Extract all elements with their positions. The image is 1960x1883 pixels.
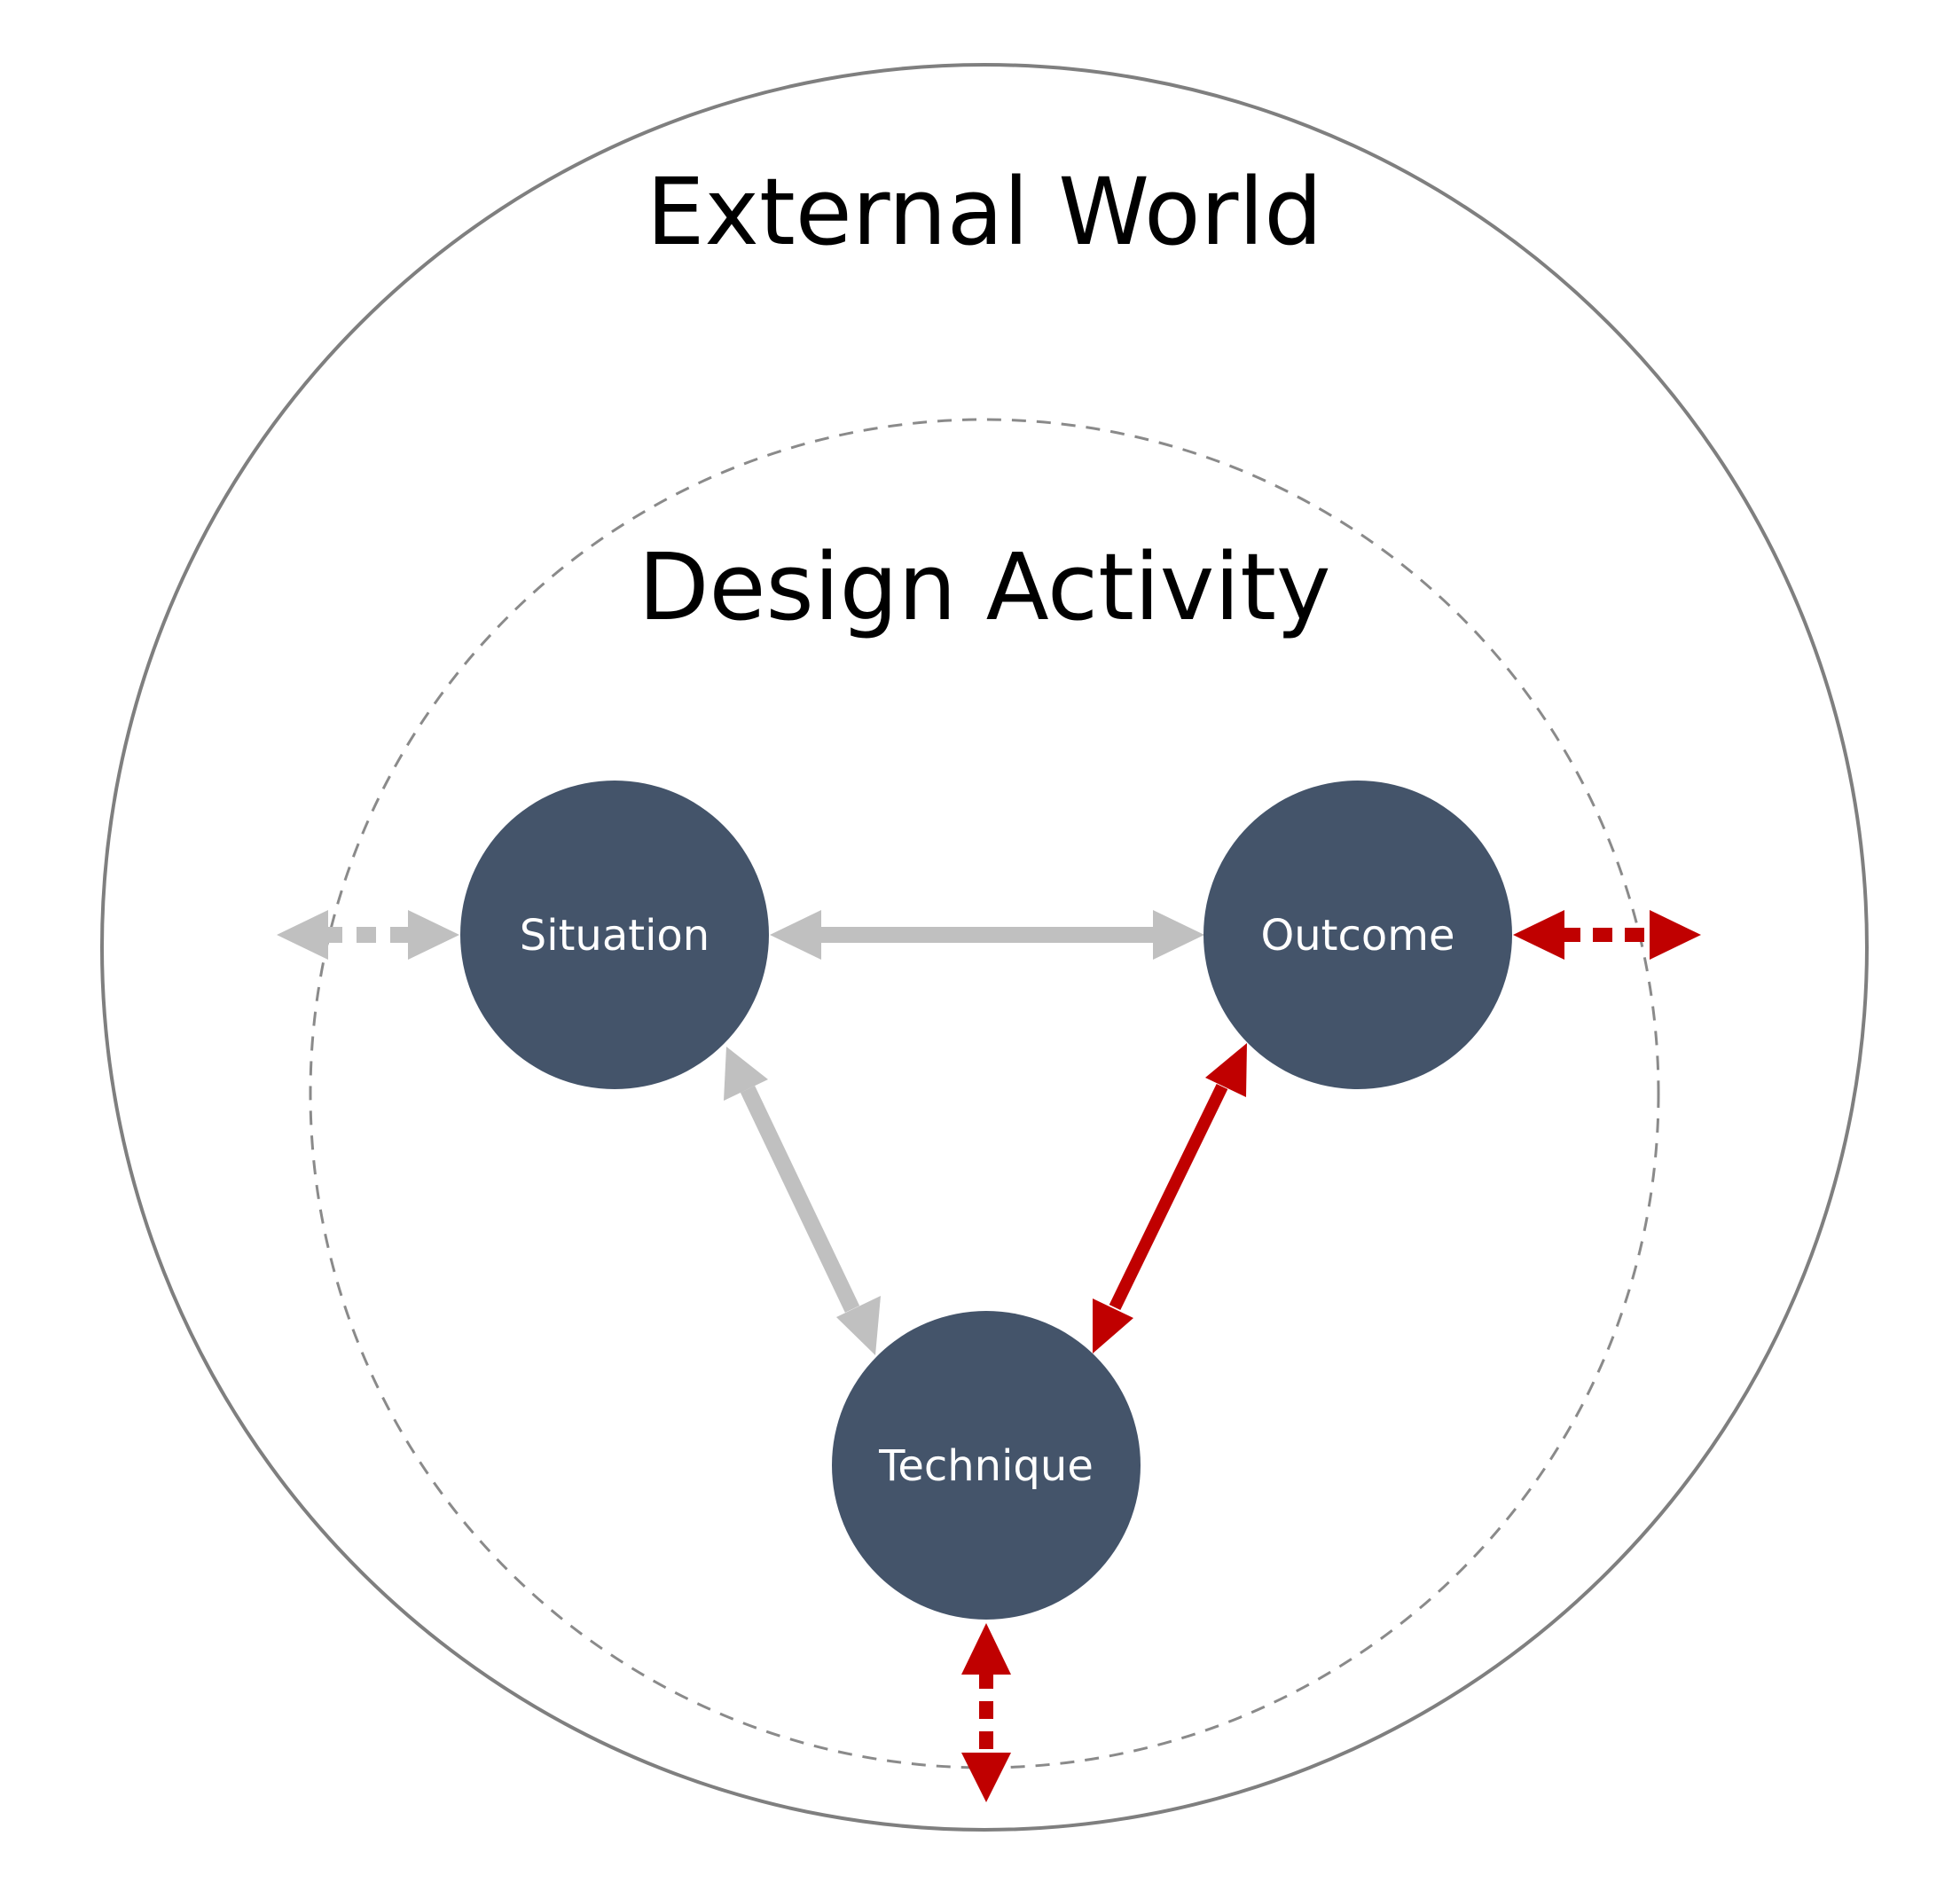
situation-circle — [460, 781, 769, 1089]
arrow-technique-external — [961, 1623, 1011, 1802]
outcome-circle — [1203, 781, 1512, 1089]
outcome-label: Outcome — [1260, 911, 1454, 961]
design-activity-label: Design Activity — [638, 533, 1330, 641]
technique-circle — [832, 1311, 1141, 1620]
arrows — [277, 910, 1701, 1802]
arrow-outcome-technique — [1093, 1043, 1247, 1353]
arrow-situation-technique — [724, 1047, 881, 1355]
node-situation: Situation — [460, 781, 769, 1089]
node-outcome: Outcome — [1203, 781, 1512, 1089]
node-technique: Technique — [832, 1311, 1141, 1620]
external-world-label: External World — [647, 158, 1323, 266]
external-world-boundary — [100, 63, 1869, 1832]
arrow-situation-outcome — [770, 910, 1204, 960]
technique-label: Technique — [878, 1441, 1094, 1491]
design-activity-boundary — [309, 418, 1660, 1769]
arrow-external-situation — [277, 910, 459, 960]
arrow-outcome-external — [1513, 910, 1701, 960]
situation-label: Situation — [520, 911, 710, 961]
